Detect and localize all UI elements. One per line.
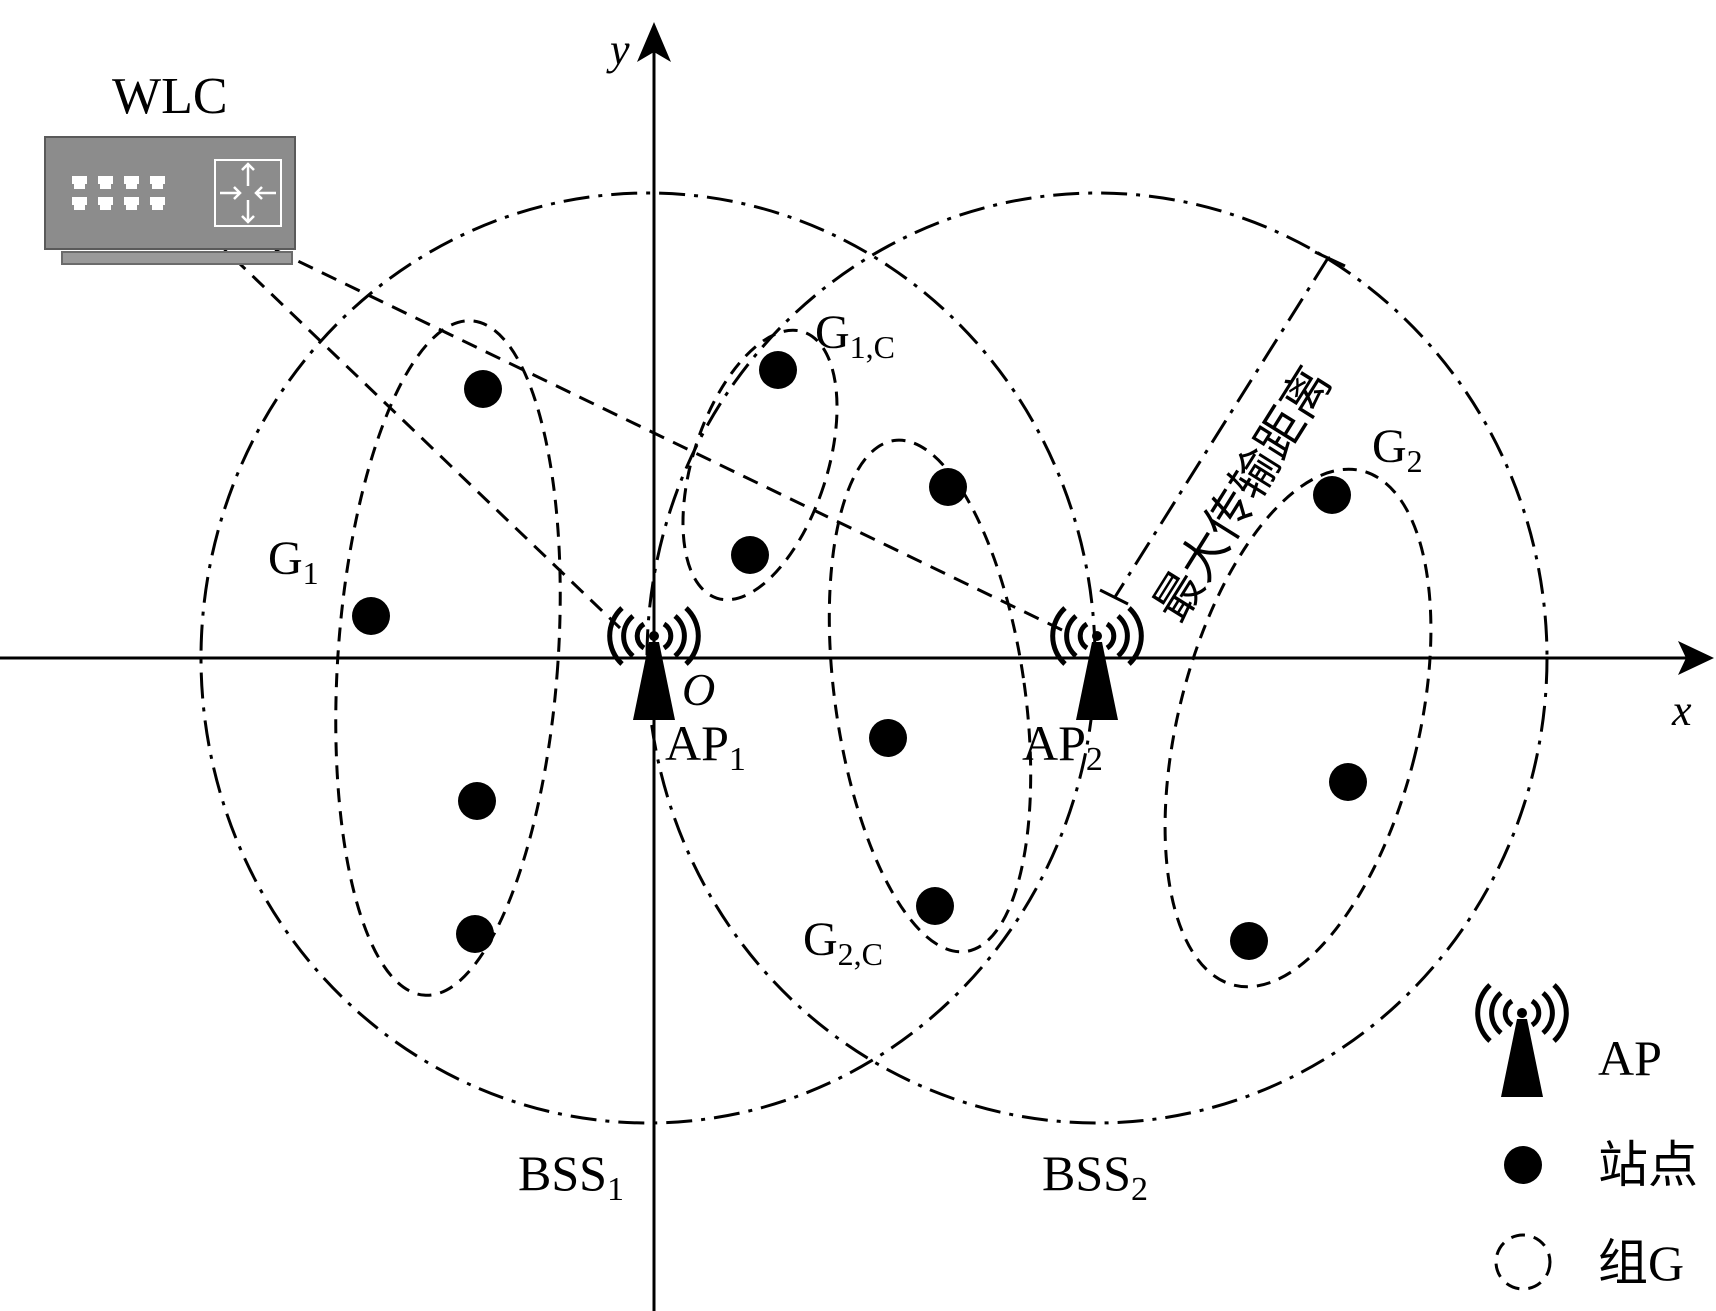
legend-group-label: 组G: [1598, 1235, 1684, 1291]
group-g1c-ellipse: [681, 328, 839, 602]
legend-group-icon: [1494, 1233, 1552, 1291]
bss1-label: BSS1: [518, 1145, 624, 1208]
max-distance-bracket: [1099, 250, 1346, 606]
ap2-label: AP2: [1022, 715, 1103, 778]
bss2-coverage: [645, 191, 1549, 1125]
wlc-label: WLC: [112, 68, 228, 125]
station-g1-c: [458, 782, 496, 820]
station-g1-a: [464, 370, 502, 408]
station-g2c-b: [869, 719, 907, 757]
station-g2c-c: [916, 887, 954, 925]
group-g2-label: G2: [1372, 420, 1423, 479]
station-g1c-a: [759, 351, 797, 389]
y-axis-label: y: [606, 25, 630, 74]
wlc-port-icons: [72, 176, 165, 210]
legend-ap-icon: [1478, 985, 1567, 1097]
legend-station-label: 站点: [1598, 1137, 1698, 1193]
station-g2-b: [1329, 763, 1367, 801]
x-axis-label: x: [1671, 686, 1692, 735]
wlc-device: [44, 136, 296, 265]
legend-ap-label: AP: [1598, 1030, 1662, 1086]
station-g1-b: [352, 597, 390, 635]
legend-station-icon: [1504, 1146, 1542, 1184]
group-g1-ellipse: [334, 319, 562, 997]
origin-label: O: [682, 664, 715, 715]
max-distance-label: 最大传输距离: [1144, 358, 1342, 630]
group-g1-label: G1: [268, 532, 319, 591]
station-g2-c: [1230, 922, 1268, 960]
ap2-icon: [1053, 608, 1142, 720]
wlc-router-icon: [214, 159, 282, 227]
bss2-label: BSS2: [1042, 1145, 1148, 1208]
ap1-label: AP1: [665, 715, 746, 778]
group-g1c-label: G1,C: [815, 306, 895, 365]
group-g2c-label: G2,C: [803, 913, 883, 972]
station-g1c-b: [731, 536, 769, 574]
legend: AP 站点 组G: [1478, 985, 1698, 1291]
group-g2c-ellipse: [827, 438, 1033, 954]
group-g2-ellipse: [1163, 467, 1433, 989]
station-g2-a: [1313, 476, 1351, 514]
wlc-link-ap1: [213, 238, 622, 630]
wlc-link-ap2: [274, 248, 1063, 632]
station-g1-d: [456, 915, 494, 953]
station-g2c-a: [929, 468, 967, 506]
x-axis: [0, 641, 1714, 675]
